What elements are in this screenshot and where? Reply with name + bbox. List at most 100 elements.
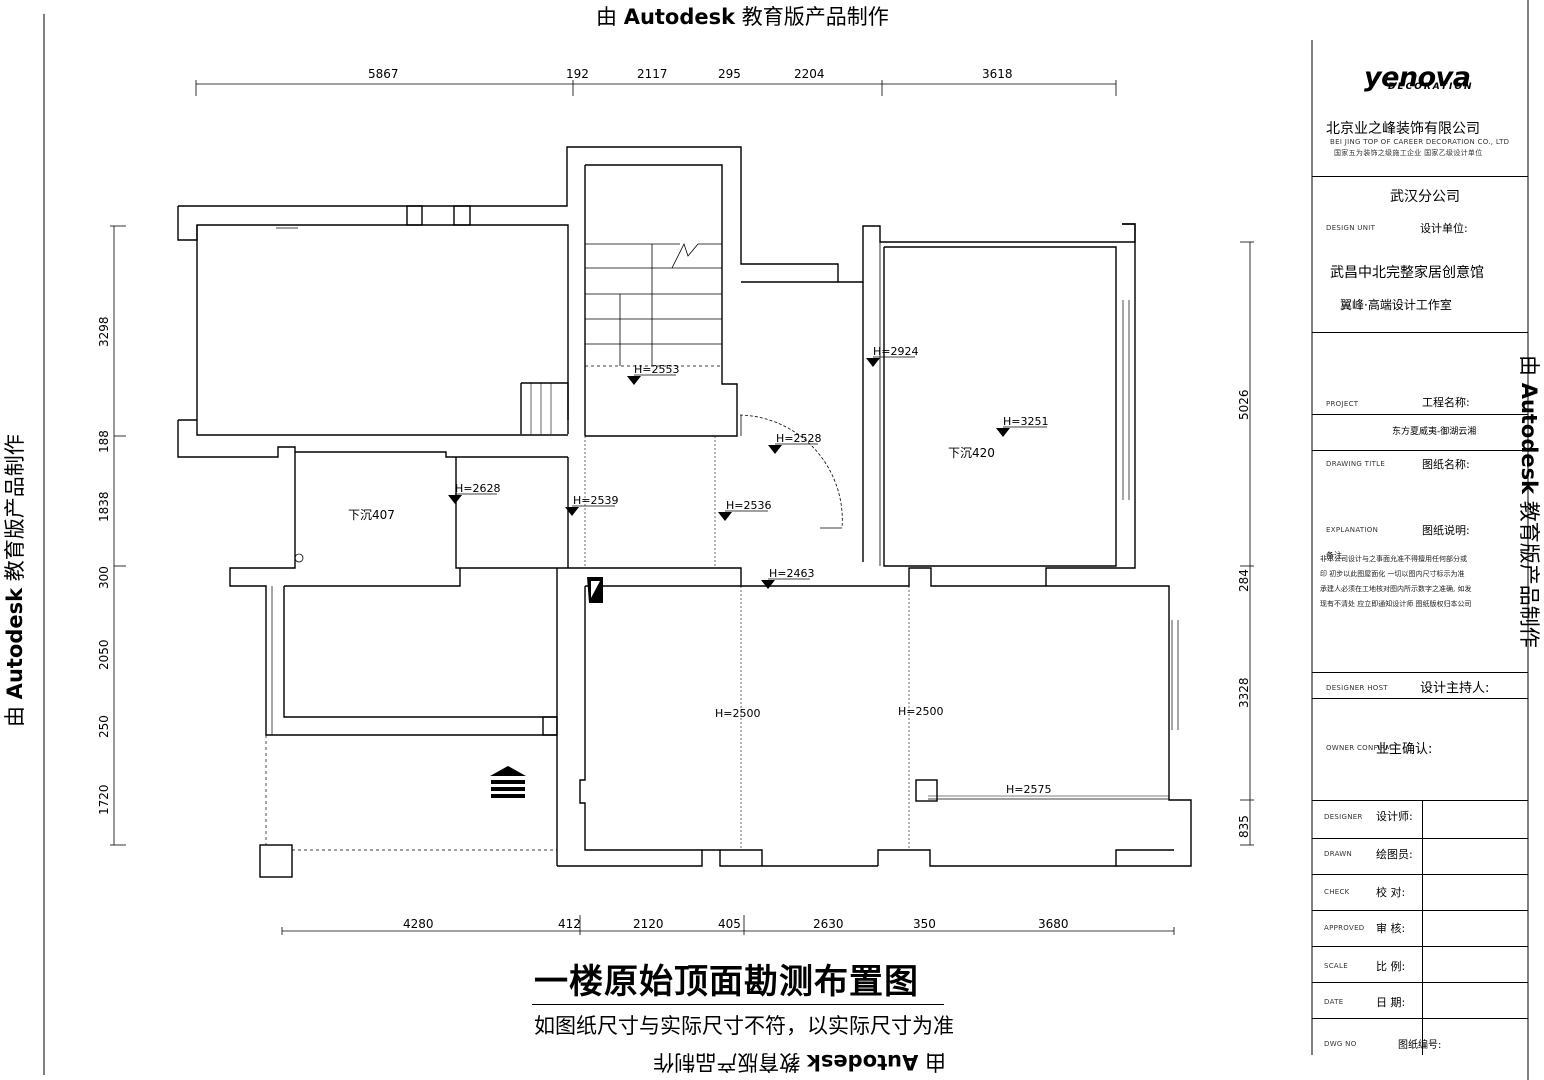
company-name-en: BEI JING TOP OF CAREER DECORATION CO., L… [1330, 138, 1510, 146]
project-en: PROJECT [1326, 400, 1359, 408]
drawing-title-label: 图纸名称: [1422, 458, 1470, 471]
dim-left-3: 300 [97, 566, 111, 589]
height-2500-right: H=2500 [898, 705, 943, 718]
explanation-label: 图纸说明: [1422, 524, 1470, 537]
dim-left-5: 250 [97, 715, 111, 738]
designer-label: 设计师: [1376, 810, 1413, 823]
drawn-label: 绘图员: [1376, 848, 1413, 861]
dimension-lines [110, 80, 1254, 935]
sheet-border [43, 0, 1529, 1080]
company-logo: yenova [1364, 62, 1471, 93]
dim-right-3: 835 [1237, 815, 1251, 838]
check-en: CHECK [1324, 888, 1350, 896]
dim-top-3: 295 [718, 67, 741, 81]
dim-bottom-5: 350 [913, 917, 936, 931]
scale-label: 比 例: [1376, 960, 1406, 973]
height-2539: H=2539 [573, 494, 618, 507]
dim-bottom-0: 4280 [403, 917, 434, 931]
explanation-en: EXPLANATION [1326, 526, 1379, 534]
divider [1312, 176, 1528, 177]
dim-right-2: 3328 [1237, 677, 1251, 708]
note-line: 非本公司设计与之事面允准不得擅用任何部分或 [1320, 555, 1467, 563]
dim-left-0: 3298 [97, 316, 111, 347]
dim-bottom-6: 3680 [1038, 917, 1069, 931]
company-logo-sub: DECORATION [1388, 82, 1474, 92]
owner-label: 业主确认: [1376, 742, 1433, 757]
company-tagline: 国家五为装饰之级施工企业 国家乙级设计单位 [1334, 149, 1483, 157]
note-line: 现有不清处 应立即通知设计师 图纸版权归本公司 [1320, 600, 1472, 608]
dim-left-4: 2050 [97, 639, 111, 670]
company-name: 北京业之峰装饰有限公司 [1326, 121, 1480, 137]
dim-bottom-2: 2120 [633, 917, 664, 931]
dim-left-2: 1838 [97, 491, 111, 522]
left-dimensions: 3298 188 1838 300 2050 250 1720 [97, 316, 111, 815]
title-underline [532, 1004, 944, 1005]
height-marker-underlines [455, 356, 1047, 580]
dim-right-1: 284 [1237, 569, 1251, 592]
approved-en: APPROVED [1324, 924, 1365, 932]
right-dimensions: 5026 284 3328 835 [1237, 389, 1251, 838]
project-name: 东方夏威夷-御湖云湘 [1392, 427, 1477, 437]
scale-en: SCALE [1324, 962, 1348, 970]
dwg-no-en: DWG NO [1324, 1040, 1357, 1048]
drawing-subtitle: 如图纸尺寸与实际尺寸不符，以实际尺寸为准 [534, 1014, 954, 1038]
divider [1312, 450, 1528, 451]
date-label: 日 期: [1376, 996, 1406, 1009]
height-2553: H=2553 [634, 363, 679, 376]
sunk-407-label: 下沉407 [348, 508, 395, 522]
divider [1312, 910, 1528, 911]
dim-top-2: 2117 [637, 67, 668, 81]
date-en: DATE [1324, 998, 1344, 1006]
height-2463: H=2463 [769, 567, 814, 580]
owner-en: OWNER CONFIRM [1326, 744, 1392, 752]
note-line: 承建人必须在工地核对图内所示数字之准确, 如发 [1320, 585, 1472, 593]
notes-text: 非本公司设计与之事面允准不得擅用任何部分或 印 初步以此图屋面化 一切以图内尺寸… [1320, 552, 1522, 612]
dim-top-1: 192 [566, 67, 589, 81]
watermark-top: 由 Autodesk 教育版产品制作 [596, 5, 889, 29]
title-block: yenova DECORATION 北京业之峰装饰有限公司 BEI JING T… [1312, 40, 1528, 1055]
height-labels: H=2553 H=2924 H=3251 H=2528 H=2628 H=253… [348, 345, 1051, 796]
height-3251: H=3251 [1003, 415, 1048, 428]
approved-label: 审 核: [1376, 922, 1406, 935]
height-2500-left: H=2500 [715, 707, 760, 720]
bottom-dimensions: 4280 412 2120 405 2630 350 3680 [403, 917, 1069, 931]
divider [1312, 672, 1528, 673]
designer-en: DESIGNER [1324, 813, 1363, 821]
divider [1312, 414, 1528, 415]
host-label: 设计主持人: [1420, 681, 1490, 696]
dim-right-0: 5026 [1237, 389, 1251, 420]
dim-bottom-1: 412 [558, 917, 581, 931]
dim-top-5: 3618 [982, 67, 1013, 81]
dim-bottom-3: 405 [718, 917, 741, 931]
drawing-title-en: DRAWING TITLE [1326, 460, 1386, 468]
divider [1312, 838, 1528, 839]
studio-line1: 武昌中北完整家居创意馆 [1330, 265, 1484, 281]
height-2575: H=2575 [1006, 783, 1051, 796]
height-2536: H=2536 [726, 499, 771, 512]
note-line: 印 初步以此图屋面化 一切以图内尺寸标示为准 [1320, 570, 1465, 578]
divider [1312, 332, 1528, 333]
dim-left-6: 1720 [97, 784, 111, 815]
notes-label: 备注 [1326, 551, 1342, 560]
wall-outlines [177, 146, 1192, 878]
top-dimensions: 5867 192 2117 295 2204 3618 [368, 67, 1013, 81]
divider [1312, 946, 1528, 947]
divider [1312, 874, 1528, 875]
drawing-title: 一楼原始顶面勘测布置图 [534, 962, 919, 1002]
height-markers [448, 358, 1010, 589]
dim-top-4: 2204 [794, 67, 825, 81]
divider [1312, 698, 1528, 699]
divider [1312, 800, 1528, 801]
divider [1312, 1018, 1528, 1019]
dim-left-1: 188 [97, 430, 111, 453]
dim-bottom-4: 2630 [813, 917, 844, 931]
divider [1422, 800, 1423, 1055]
height-2924: H=2924 [873, 345, 918, 358]
branch-name: 武汉分公司 [1390, 189, 1460, 205]
host-en: DESIGNER HOST [1326, 684, 1388, 692]
drawn-en: DRAWN [1324, 850, 1353, 858]
check-label: 校 对: [1376, 886, 1406, 899]
watermark-left: 由 Autodesk 教育版产品制作 [3, 434, 27, 727]
height-2528: H=2528 [776, 432, 821, 445]
